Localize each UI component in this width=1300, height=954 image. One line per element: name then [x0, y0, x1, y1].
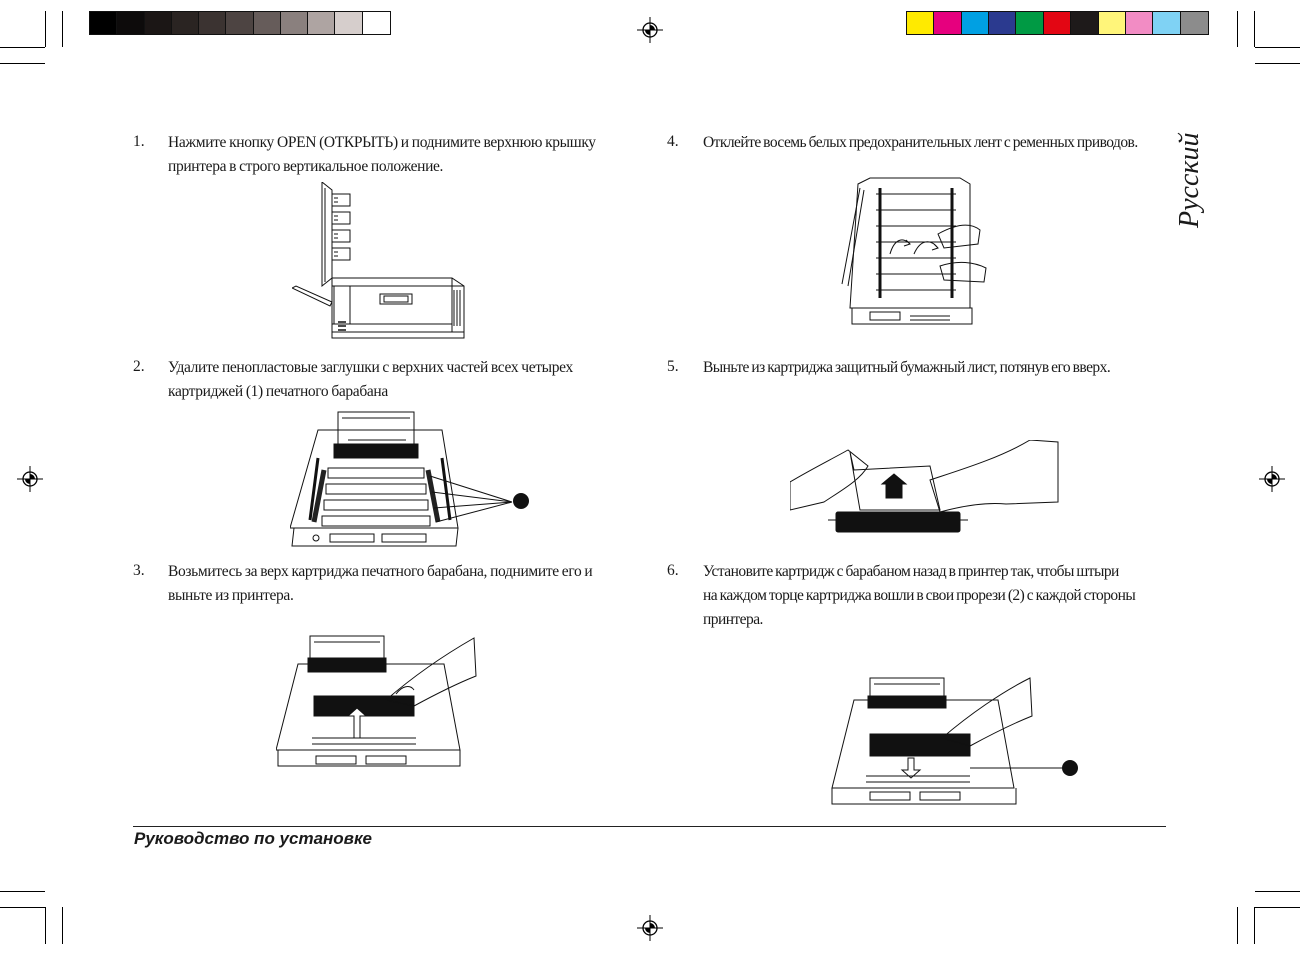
step-4-line-1: Отклейте восемь белых предохранительных … [703, 134, 1138, 151]
footer-title: Руководство по установке [134, 829, 373, 848]
step-3-line-2: выньте из принтера. [168, 587, 294, 604]
grayscale-calibration-bar [89, 11, 391, 35]
step-3-line-1: Возьмитесь за верх картриджа печатного б… [168, 563, 593, 580]
step-1-line-2: принтера в строго вертикальное положение… [168, 158, 444, 175]
step-2-text: Удалите пенопластовые заглушки с верхних… [168, 356, 638, 404]
grayscale-swatch-11 [362, 12, 390, 34]
grayscale-swatch-8 [280, 12, 309, 34]
grayscale-swatch-2 [117, 12, 145, 34]
process-color-swatch-8 [1098, 12, 1126, 34]
drum-cartridge-reinsert-illustration [831, 677, 1078, 805]
step-5-number: 5. [667, 358, 679, 375]
step-1-number: 1. [133, 133, 145, 150]
step-3-text: Возьмитесь за верх картриджа печатного б… [168, 560, 638, 608]
process-color-swatch-2 [934, 12, 962, 34]
process-color-swatch-11 [1180, 12, 1208, 34]
step-6-line-1: Установите картридж с барабаном назад в … [703, 563, 1119, 580]
step-6-text: Установите картридж с барабаном назад в … [703, 560, 1173, 632]
step-6-line-2: на каждом торце картриджа вошли в свои п… [703, 587, 1136, 604]
registration-mark-right [1259, 466, 1285, 492]
process-color-swatch-3 [961, 12, 990, 34]
process-color-swatch-1 [907, 12, 935, 34]
step-5-text: Выньте из картриджа защитный бумажный ли… [703, 356, 1173, 380]
step-3-number: 3. [133, 562, 145, 579]
process-color-calibration-bar [906, 11, 1209, 35]
grayscale-swatch-10 [335, 12, 363, 34]
foam-plugs-removal-illustration [290, 411, 529, 547]
grayscale-swatch-6 [226, 12, 254, 34]
step-2-number: 2. [133, 358, 145, 375]
step-2-line-2: картриджей (1) печатного барабана [168, 383, 388, 400]
grayscale-swatch-1 [90, 12, 118, 34]
step-4-text: Отклейте восемь белых предохранительных … [703, 131, 1173, 155]
grayscale-swatch-7 [253, 12, 281, 34]
registration-mark-bottom [637, 915, 663, 941]
printer-cover-open-illustration [292, 182, 465, 339]
step-4-number: 4. [667, 133, 679, 150]
callout-2-marker [1062, 760, 1078, 776]
registration-mark-left [17, 466, 43, 492]
process-color-swatch-5 [1016, 12, 1044, 34]
grayscale-swatch-3 [144, 12, 172, 34]
protective-sheet-removal-illustration [790, 440, 1059, 533]
step-1-text: Нажмите кнопку OPEN (ОТКРЫТЬ) и поднимит… [168, 131, 638, 179]
callout-1-marker [513, 493, 529, 509]
footer-rule [133, 826, 1166, 827]
grayscale-swatch-5 [199, 12, 227, 34]
registration-mark-top [637, 17, 663, 43]
process-color-swatch-4 [989, 12, 1017, 34]
side-language-label: Русский [1174, 132, 1205, 228]
belt-tapes-removal-illustration [841, 177, 987, 325]
drum-cartridge-lift-illustration [276, 635, 477, 767]
grayscale-swatch-4 [171, 12, 200, 34]
step-1-line-1: Нажмите кнопку OPEN (ОТКРЫТЬ) и поднимит… [168, 134, 596, 151]
process-color-swatch-10 [1153, 12, 1181, 34]
process-color-swatch-7 [1071, 12, 1099, 34]
process-color-swatch-6 [1043, 12, 1072, 34]
step-2-line-1: Удалите пенопластовые заглушки с верхних… [168, 359, 573, 376]
step-5-line-1: Выньте из картриджа защитный бумажный ли… [703, 359, 1111, 376]
step-6-line-3: принтера. [703, 611, 763, 628]
process-color-swatch-9 [1125, 12, 1154, 34]
grayscale-swatch-9 [308, 12, 336, 34]
step-6-number: 6. [667, 562, 679, 579]
